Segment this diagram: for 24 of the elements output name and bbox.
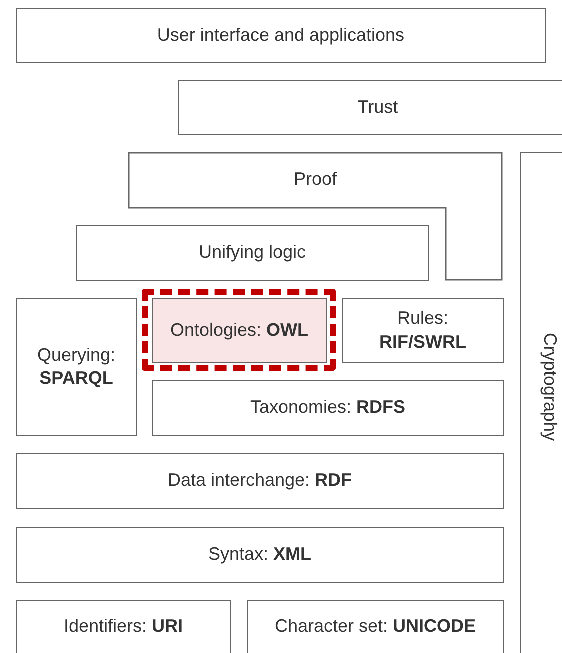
- layer-box: [342, 298, 504, 363]
- layer-label: Cryptography: [540, 333, 562, 442]
- layer-label: Identifiers: URI: [64, 615, 184, 638]
- layer-label: Querying: SPARQL: [36, 344, 117, 390]
- layer-label: Proof: [294, 168, 338, 192]
- layer-label: Rules: RIF/SWRL: [378, 307, 468, 354]
- layer-label: Unifying logic: [198, 241, 306, 264]
- layer-box: [16, 527, 504, 583]
- layer-box: [76, 225, 429, 281]
- layer-box: [16, 298, 137, 436]
- layer-box: [152, 380, 504, 436]
- layer-box: [178, 80, 562, 135]
- layer-label: Syntax: XML: [208, 543, 312, 566]
- layer-box: [16, 8, 546, 63]
- layer-box: [247, 600, 504, 653]
- layer-label: Character set: UNICODE: [274, 615, 476, 638]
- layer-label: User interface and applications: [157, 24, 405, 47]
- layer-label: Ontologies: OWL: [170, 318, 309, 342]
- layer-label: Trust: [358, 96, 398, 119]
- layer-box: [152, 298, 327, 363]
- layer-label: Data interchange: RDF: [168, 469, 352, 492]
- layer-label: Taxonomies: RDFS: [250, 396, 406, 420]
- layer-box: [16, 600, 231, 653]
- layer-box: [16, 453, 504, 509]
